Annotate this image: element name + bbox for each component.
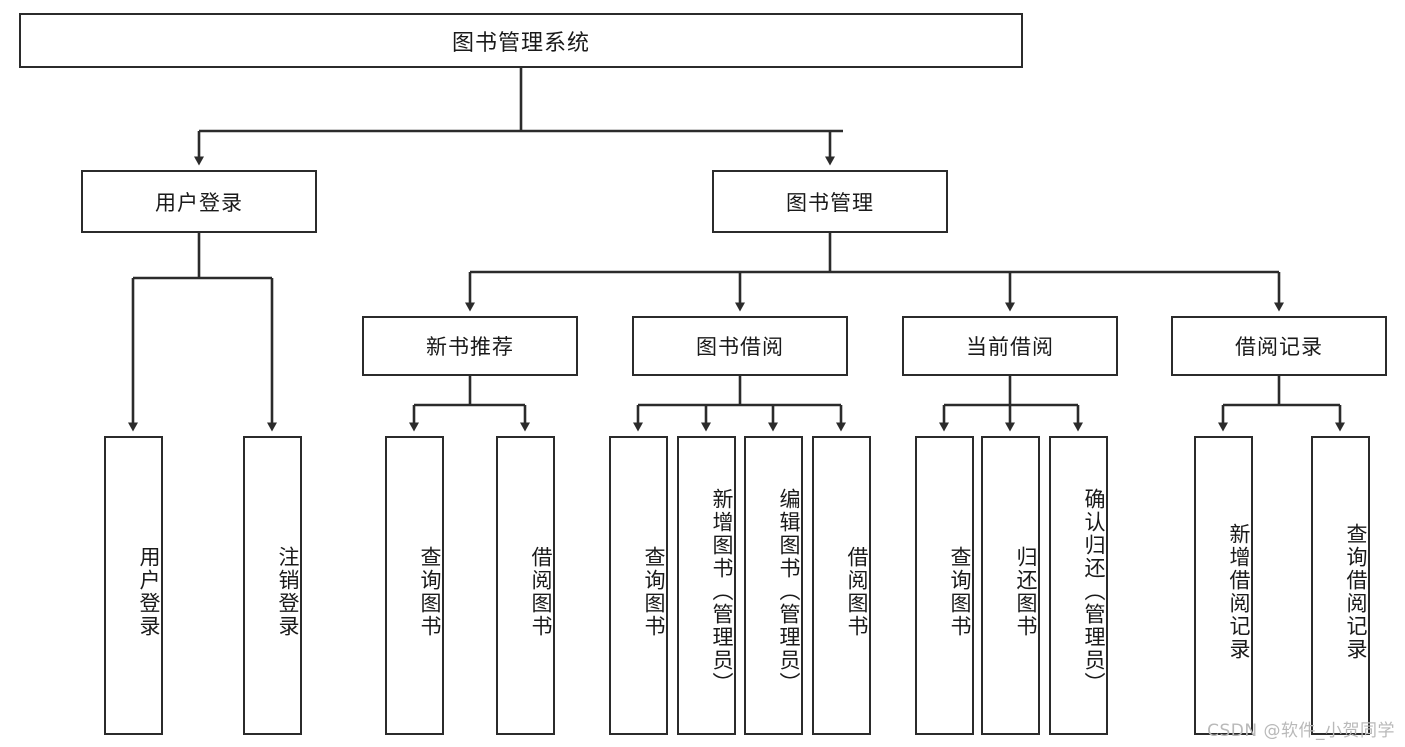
node-leaf-edit-book-label: 编辑图书（管理员） xyxy=(777,488,801,695)
node-leaf-query-book-3[interactable]: 查询图书 xyxy=(915,436,974,735)
node-leaf-query-record-label: 查询借阅记录 xyxy=(1344,522,1368,661)
node-leaf-add-book[interactable]: 新增图书（管理员） xyxy=(677,436,736,735)
node-leaf-add-book-label: 新增图书（管理员） xyxy=(710,488,734,695)
node-leaf-confirm-return-label: 确认归还（管理员） xyxy=(1082,488,1106,695)
node-current-borrow[interactable]: 当前借阅 xyxy=(902,316,1118,376)
node-root[interactable]: 图书管理系统 xyxy=(19,13,1023,68)
node-leaf-return-book[interactable]: 归还图书 xyxy=(981,436,1040,735)
node-leaf-borrow-book-2-label: 借阅图书 xyxy=(845,545,869,638)
node-leaf-query-book-3-label: 查询图书 xyxy=(948,545,972,638)
node-leaf-borrow-book-1[interactable]: 借阅图书 xyxy=(496,436,555,735)
node-borrow-record[interactable]: 借阅记录 xyxy=(1171,316,1387,376)
node-leaf-user-logout-label: 注销登录 xyxy=(276,545,300,638)
node-book-borrow[interactable]: 图书借阅 xyxy=(632,316,848,376)
node-leaf-borrow-book-1-label: 借阅图书 xyxy=(529,545,553,638)
node-root-label: 图书管理系统 xyxy=(451,30,590,56)
node-leaf-query-book-1-label: 查询图书 xyxy=(418,545,442,638)
node-book-manage[interactable]: 图书管理 xyxy=(712,170,948,233)
node-leaf-add-record[interactable]: 新增借阅记录 xyxy=(1194,436,1253,735)
node-user-login[interactable]: 用户登录 xyxy=(81,170,317,233)
node-leaf-user-login[interactable]: 用户登录 xyxy=(104,436,163,735)
node-leaf-edit-book[interactable]: 编辑图书（管理员） xyxy=(744,436,803,735)
node-book-manage-label: 图书管理 xyxy=(786,190,874,215)
watermark-text: CSDN @软件_小贺同学 xyxy=(1207,721,1395,741)
node-borrow-record-label: 借阅记录 xyxy=(1235,335,1323,359)
node-leaf-query-book-1[interactable]: 查询图书 xyxy=(385,436,444,735)
node-leaf-borrow-book-2[interactable]: 借阅图书 xyxy=(812,436,871,735)
node-leaf-user-logout[interactable]: 注销登录 xyxy=(243,436,302,735)
node-leaf-query-book-2-label: 查询图书 xyxy=(642,545,666,638)
node-user-login-label: 用户登录 xyxy=(155,190,243,215)
node-book-borrow-label: 图书借阅 xyxy=(696,335,784,359)
node-leaf-user-login-label: 用户登录 xyxy=(137,545,161,638)
node-leaf-confirm-return[interactable]: 确认归还（管理员） xyxy=(1049,436,1108,735)
node-leaf-query-book-2[interactable]: 查询图书 xyxy=(609,436,668,735)
node-new-book-recommend[interactable]: 新书推荐 xyxy=(362,316,578,376)
node-leaf-query-record[interactable]: 查询借阅记录 xyxy=(1311,436,1370,735)
node-new-book-recommend-label: 新书推荐 xyxy=(426,335,514,359)
node-leaf-return-book-label: 归还图书 xyxy=(1014,545,1038,638)
node-current-borrow-label: 当前借阅 xyxy=(966,335,1054,359)
node-leaf-add-record-label: 新增借阅记录 xyxy=(1227,522,1251,661)
